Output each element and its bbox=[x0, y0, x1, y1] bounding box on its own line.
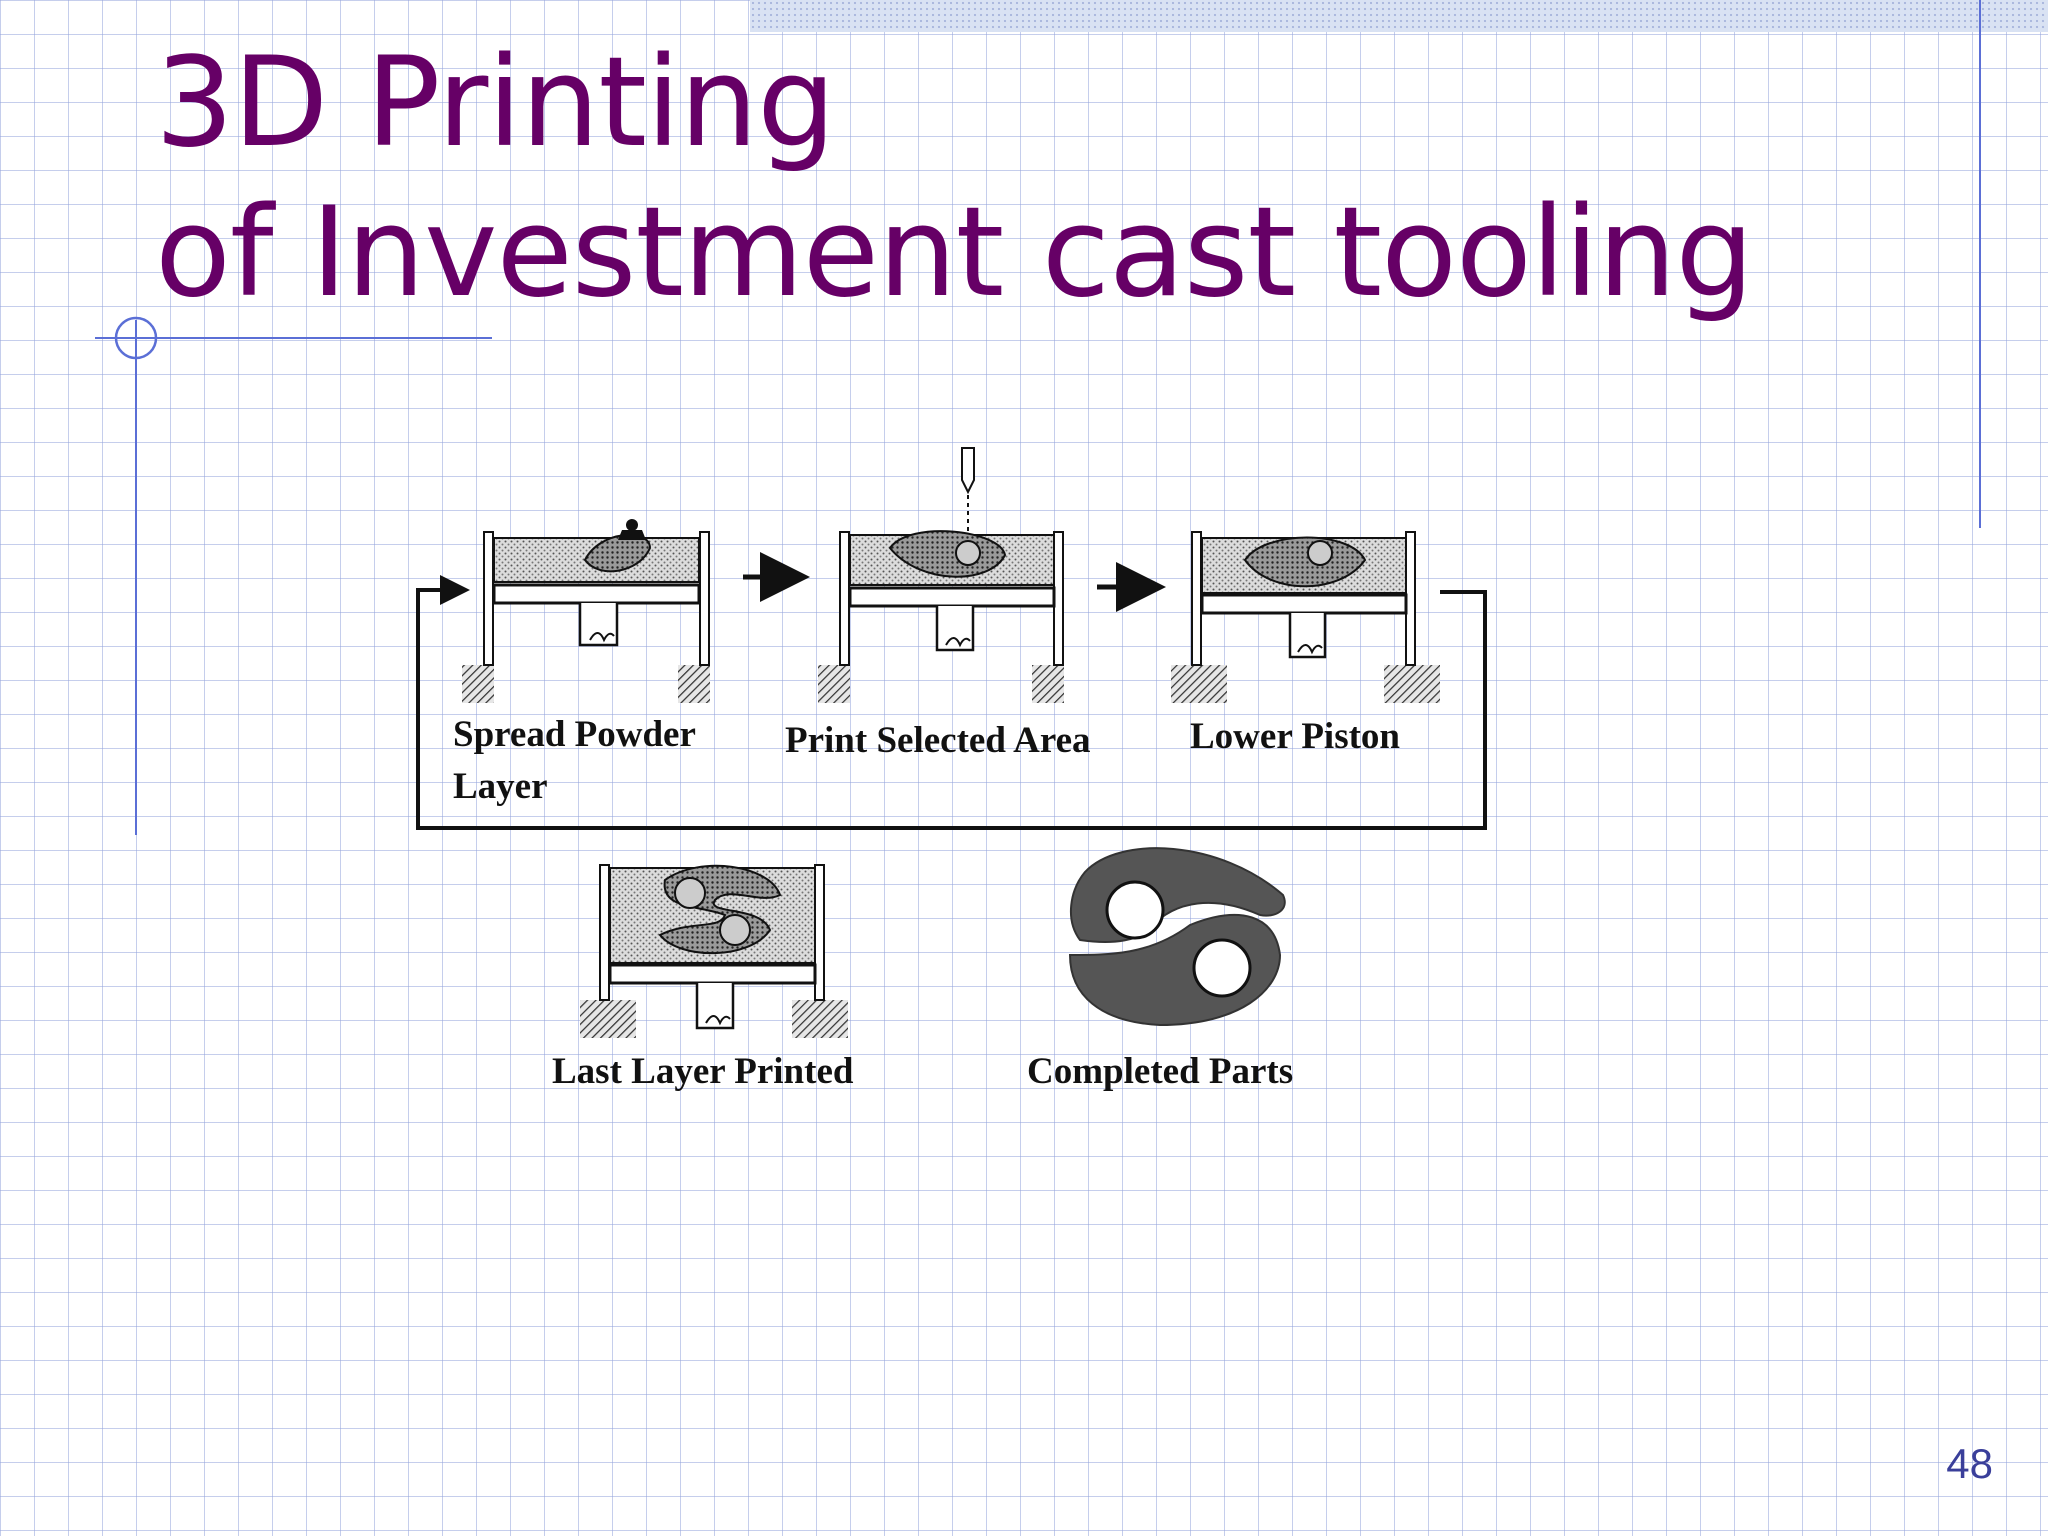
title-line-2: of Investment cast tooling bbox=[155, 181, 1754, 325]
machine-print-selected-area bbox=[818, 447, 1064, 703]
completed-parts-shape bbox=[1068, 847, 1286, 1027]
label-spread-powder-line2: Layer bbox=[453, 766, 548, 807]
header-pattern-band bbox=[750, 0, 2048, 32]
label-spread-powder-line1: Spread Powder bbox=[453, 714, 696, 755]
slide-title: 3D Printing of Investment cast tooling bbox=[155, 28, 1754, 328]
label-completed-parts: Completed Parts bbox=[1027, 1051, 1293, 1092]
label-print-selected-area: Print Selected Area bbox=[785, 720, 1091, 761]
accent-circle bbox=[114, 316, 158, 360]
machine-lower-piston bbox=[1171, 531, 1440, 703]
machine-spread-powder bbox=[462, 519, 710, 703]
loop-arrowhead bbox=[440, 575, 470, 605]
page-number: 48 bbox=[1946, 1440, 1993, 1487]
loop-line bbox=[416, 588, 1487, 830]
label-lower-piston: Lower Piston bbox=[1190, 716, 1400, 757]
title-line-1: 3D Printing bbox=[155, 31, 836, 175]
machine-last-layer-printed bbox=[580, 864, 848, 1038]
label-last-layer-printed: Last Layer Printed bbox=[552, 1051, 854, 1092]
